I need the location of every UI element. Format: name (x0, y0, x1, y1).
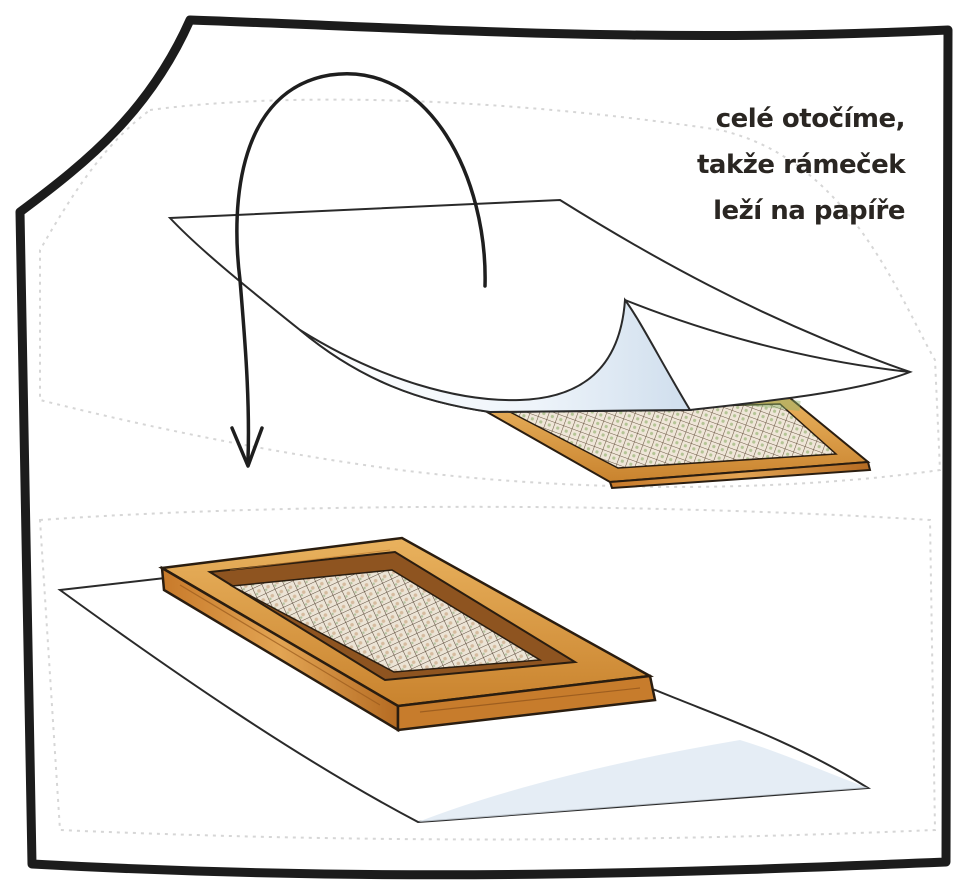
caption-line-2: takže rámeček (605, 142, 905, 188)
caption-line-1: celé otočíme, (605, 96, 905, 142)
caption-line-3: leží na papíře (605, 188, 905, 234)
caption: celé otočíme, takže rámeček leží na papí… (605, 96, 905, 234)
